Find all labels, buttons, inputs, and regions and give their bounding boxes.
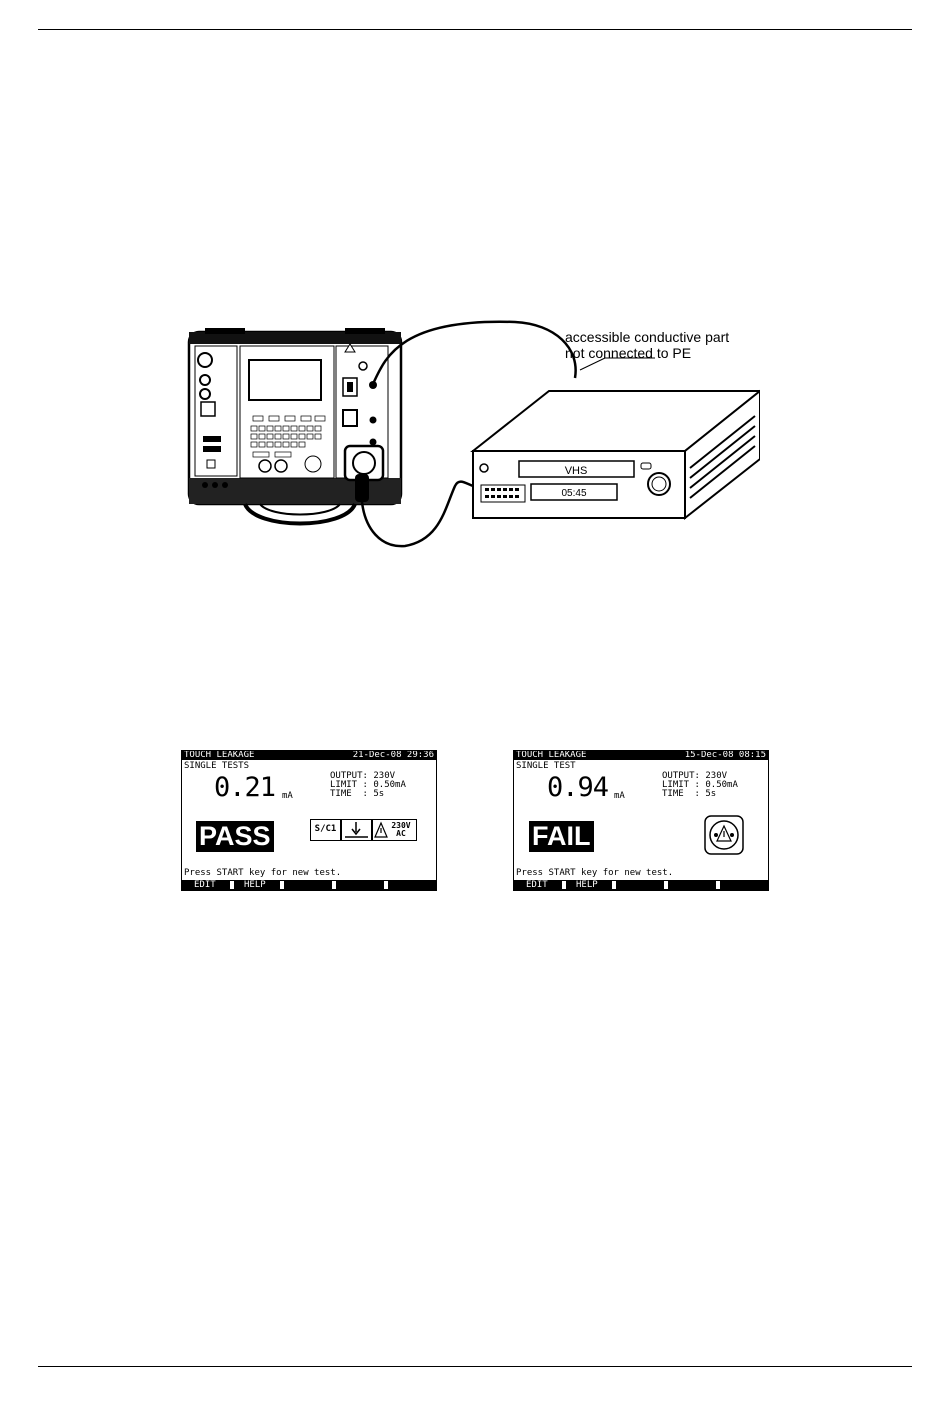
vcr-clock: 05:45	[561, 488, 586, 499]
sc1-icon: S/C1	[310, 819, 341, 841]
vcr-label: VHS	[565, 465, 588, 477]
pass-verdict: PASS	[196, 821, 274, 852]
function-key-bar: EDIT HELP	[182, 880, 436, 890]
lcd-mode: SINGLE TEST	[516, 761, 576, 771]
voltage-label: 230V AC	[391, 821, 411, 838]
key-separator	[230, 881, 234, 889]
param-value: 5s	[705, 789, 717, 799]
header-rule	[38, 29, 912, 30]
key-separator	[384, 881, 388, 889]
lcd-title-bar: TOUCH LEAKAGE 21-Dec-08 29:36	[182, 751, 436, 760]
key-separator	[280, 881, 284, 889]
parameter-list: OUTPUT: 230V LIMIT : 0.50mA TIME : 5s	[662, 772, 738, 799]
lcd-datetime: 15-Dec-08 08:15	[684, 750, 766, 760]
lcd-screen-fail: TOUCH LEAKAGE 15-Dec-08 08:15 SINGLE TES…	[513, 750, 769, 891]
key-separator	[332, 881, 336, 889]
measured-value: 0.94	[547, 772, 609, 803]
lcd-title: TOUCH LEAKAGE	[184, 750, 255, 760]
fail-verdict: FAIL	[529, 821, 594, 852]
key-separator	[716, 881, 720, 889]
param-label: TIME :	[662, 789, 700, 799]
edit-key[interactable]: EDIT	[194, 880, 216, 890]
help-key[interactable]: HELP	[576, 880, 598, 890]
param-label: OUTPUT:	[330, 771, 368, 781]
status-message: Press START key for new test.	[516, 868, 674, 878]
param-label: OUTPUT:	[662, 771, 700, 781]
lcd-datetime: 21-Dec-08 29:36	[352, 750, 434, 760]
earth-probe-icon	[341, 819, 372, 841]
parameter-list: OUTPUT: 230V LIMIT : 0.50mA TIME : 5s	[330, 772, 406, 799]
connection-diagram: accessible conductive part not connected…	[187, 320, 760, 548]
lcd-screen-pass: TOUCH LEAKAGE 21-Dec-08 29:36 SINGLE TES…	[181, 750, 437, 891]
socket-warning-icon	[704, 815, 744, 855]
param-label: LIMIT :	[330, 780, 368, 790]
status-message: Press START key for new test.	[184, 868, 342, 878]
param-value: 0.50mA	[705, 780, 738, 790]
param-value: 230V	[705, 771, 728, 781]
edit-key[interactable]: EDIT	[526, 880, 548, 890]
param-value: 230V	[373, 771, 396, 781]
footer-rule	[38, 1366, 912, 1367]
param-label: TIME :	[330, 789, 368, 799]
annotation-text-2: not connected to PE	[565, 345, 691, 361]
measured-unit: mA	[282, 791, 293, 801]
key-separator	[612, 881, 616, 889]
key-separator	[664, 881, 668, 889]
annotation-text-1: accessible conductive part	[565, 329, 729, 345]
vcr-illustration: VHS 05:45	[470, 389, 760, 521]
param-value: 0.50mA	[373, 780, 406, 790]
measured-value: 0.21	[214, 772, 276, 803]
key-separator	[562, 881, 566, 889]
instrument-illustration	[187, 328, 403, 526]
voltage-warning-icon: 230V AC	[372, 819, 417, 841]
lcd-title-bar: TOUCH LEAKAGE 15-Dec-08 08:15	[514, 751, 768, 760]
param-value: 5s	[373, 789, 385, 799]
param-label: LIMIT :	[662, 780, 700, 790]
measured-unit: mA	[614, 791, 625, 801]
lcd-title: TOUCH LEAKAGE	[516, 750, 587, 760]
function-key-bar: EDIT HELP	[514, 880, 768, 890]
lcd-mode: SINGLE TESTS	[184, 761, 250, 771]
help-key[interactable]: HELP	[244, 880, 266, 890]
